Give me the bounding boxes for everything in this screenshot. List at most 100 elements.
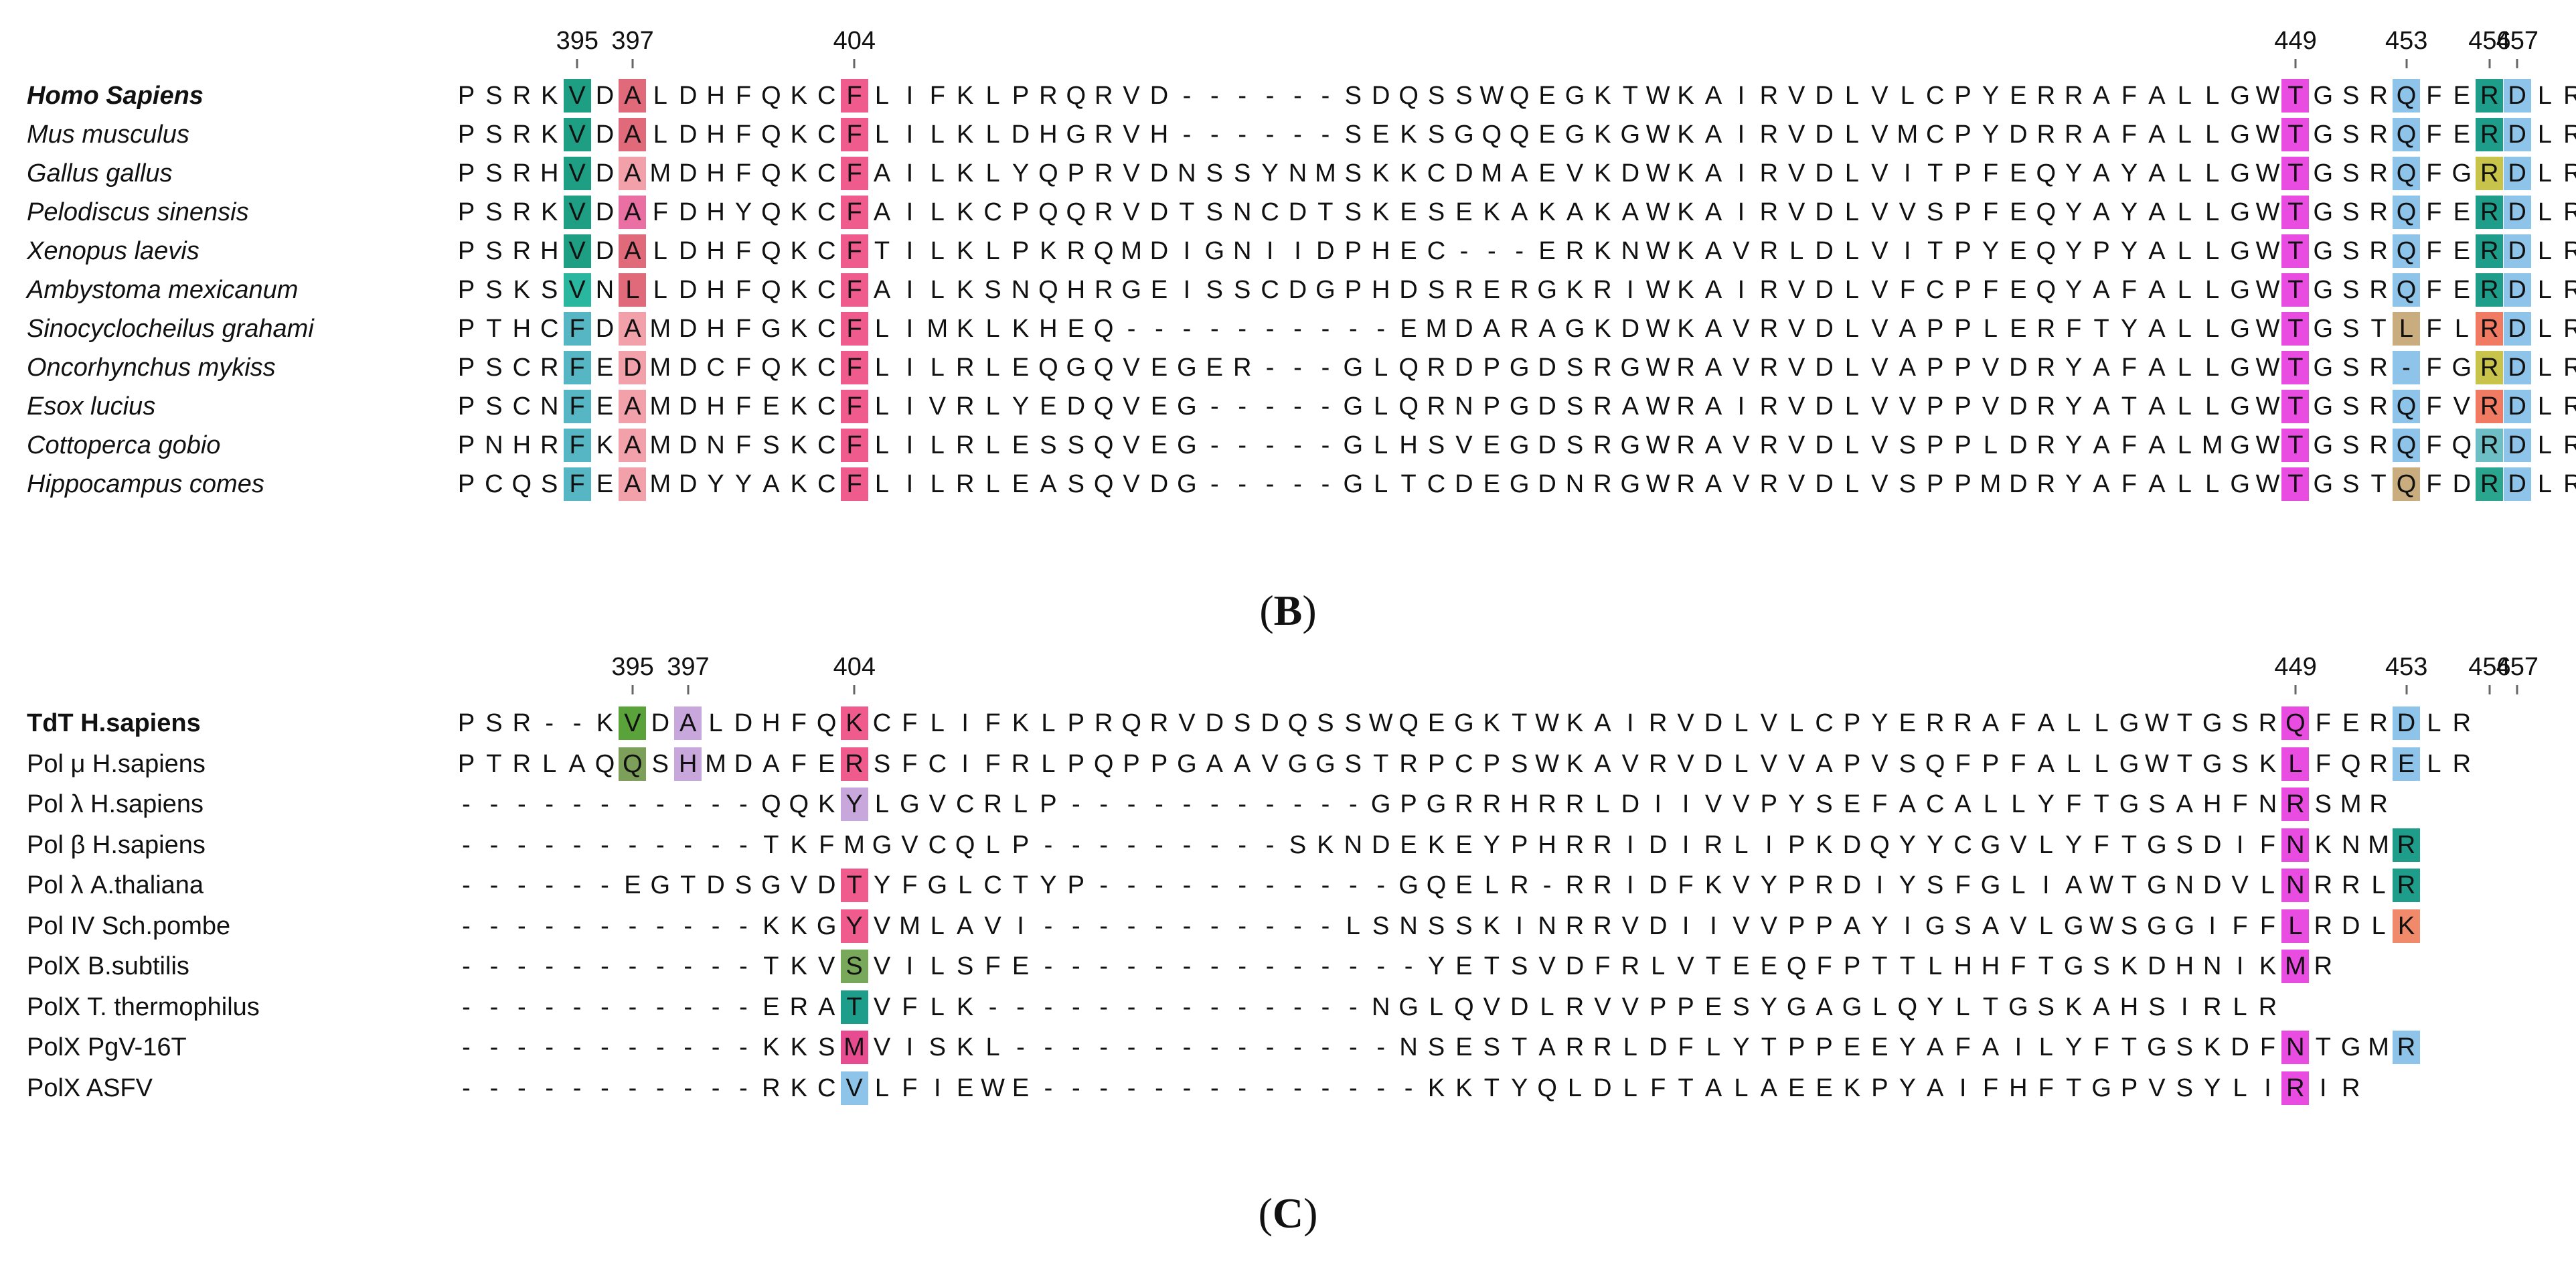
residue: - — [462, 1033, 471, 1061]
residue: D — [1621, 315, 1640, 343]
residue: M — [2281, 950, 2310, 983]
residue: D — [2503, 118, 2531, 151]
residue: L — [2537, 121, 2553, 149]
residue: Q — [1093, 470, 1114, 498]
residue: S — [541, 276, 558, 304]
residue: V — [1566, 159, 1584, 188]
residue: - — [1210, 830, 1219, 859]
residue: P — [457, 431, 475, 459]
residue: D — [1815, 159, 1834, 188]
residue: A — [1704, 276, 1722, 304]
residue: I — [1627, 830, 1634, 859]
residue: K — [1843, 1073, 1861, 1102]
residue: R — [1482, 790, 1502, 818]
residue: D — [1011, 121, 1030, 149]
residue: - — [683, 1073, 693, 1102]
residue: F — [929, 82, 945, 110]
residue: G — [2313, 159, 2334, 188]
residue: G — [2230, 82, 2250, 110]
residue: M — [649, 354, 671, 382]
position-number: 449 — [2274, 653, 2317, 681]
residue: L — [2177, 431, 2192, 459]
residue: G — [1454, 709, 1474, 737]
residue: R — [1565, 790, 1585, 818]
residue: L — [653, 121, 667, 149]
residue: R — [1455, 790, 1473, 818]
residue: Q — [594, 749, 615, 778]
residue: S — [2342, 82, 2360, 110]
residue: R — [2369, 82, 2388, 110]
residue: S — [485, 276, 503, 304]
residue: Q — [1398, 354, 1419, 382]
residue: C — [512, 392, 532, 421]
residue: - — [711, 830, 720, 859]
residue: G — [761, 315, 781, 343]
residue: C — [1427, 470, 1446, 498]
residue: C — [817, 198, 836, 226]
residue: R — [512, 749, 532, 778]
residue: L — [2177, 198, 2192, 226]
residue: K — [790, 392, 807, 421]
residue: R — [1538, 790, 1556, 818]
residue: F — [1982, 1073, 1999, 1102]
residue: - — [683, 790, 693, 818]
residue: A — [1843, 911, 1861, 940]
residue: A — [2148, 354, 2166, 382]
residue: I — [906, 1033, 914, 1061]
residue: L — [2177, 470, 2192, 498]
residue: - — [711, 1033, 720, 1061]
residue: F — [2426, 237, 2442, 265]
residue: S — [734, 871, 752, 899]
residue: H — [706, 121, 725, 149]
residue: F — [2121, 354, 2138, 382]
residue: L — [2205, 198, 2220, 226]
residue: - — [739, 830, 748, 859]
residue: L — [2537, 276, 2553, 304]
residue: - — [489, 790, 499, 818]
residue: V — [1871, 315, 1888, 343]
residue: - — [711, 911, 720, 940]
residue: L — [2260, 871, 2275, 899]
residue: K — [1677, 159, 1694, 188]
residue: S — [1566, 392, 1584, 421]
residue: - — [1321, 82, 1330, 110]
residue: G — [2313, 276, 2334, 304]
residue: A — [2148, 392, 2166, 421]
residue: S — [1483, 1033, 1500, 1061]
residue: M — [649, 431, 671, 459]
residue: T — [763, 952, 779, 980]
residue: P — [1649, 992, 1667, 1021]
residue: K — [1594, 159, 1611, 188]
residue: A — [1483, 315, 1500, 343]
residue: L — [2205, 354, 2220, 382]
residue: S — [1566, 431, 1584, 459]
residue: D — [1815, 121, 1834, 149]
residue: K — [1372, 159, 1390, 188]
residue: K — [1677, 237, 1694, 265]
residue: G — [1620, 121, 1641, 149]
residue: P — [1150, 749, 1168, 778]
residue: A — [2093, 121, 2110, 149]
residue: D — [1815, 198, 1834, 226]
residue: R — [2341, 871, 2360, 899]
residue: S — [485, 354, 503, 382]
residue: Q — [1066, 82, 1086, 110]
residue: K — [513, 276, 530, 304]
residue: - — [1265, 121, 1275, 149]
residue: F — [840, 273, 868, 307]
residue: - — [628, 830, 637, 859]
residue: G — [1177, 354, 1197, 382]
residue: - — [1210, 1073, 1219, 1102]
residue: L — [1844, 392, 1860, 421]
residue: - — [462, 1073, 471, 1102]
residue: - — [1127, 992, 1136, 1021]
residue: R — [1510, 315, 1529, 343]
residue: V — [1760, 749, 1777, 778]
residue: K — [790, 315, 807, 343]
residue: - — [1155, 315, 1163, 343]
residue: L — [1872, 992, 1887, 1021]
residue: V — [1483, 992, 1500, 1021]
residue: E — [2453, 198, 2470, 226]
residue: - — [655, 992, 665, 1021]
residue: V — [1733, 431, 1750, 459]
